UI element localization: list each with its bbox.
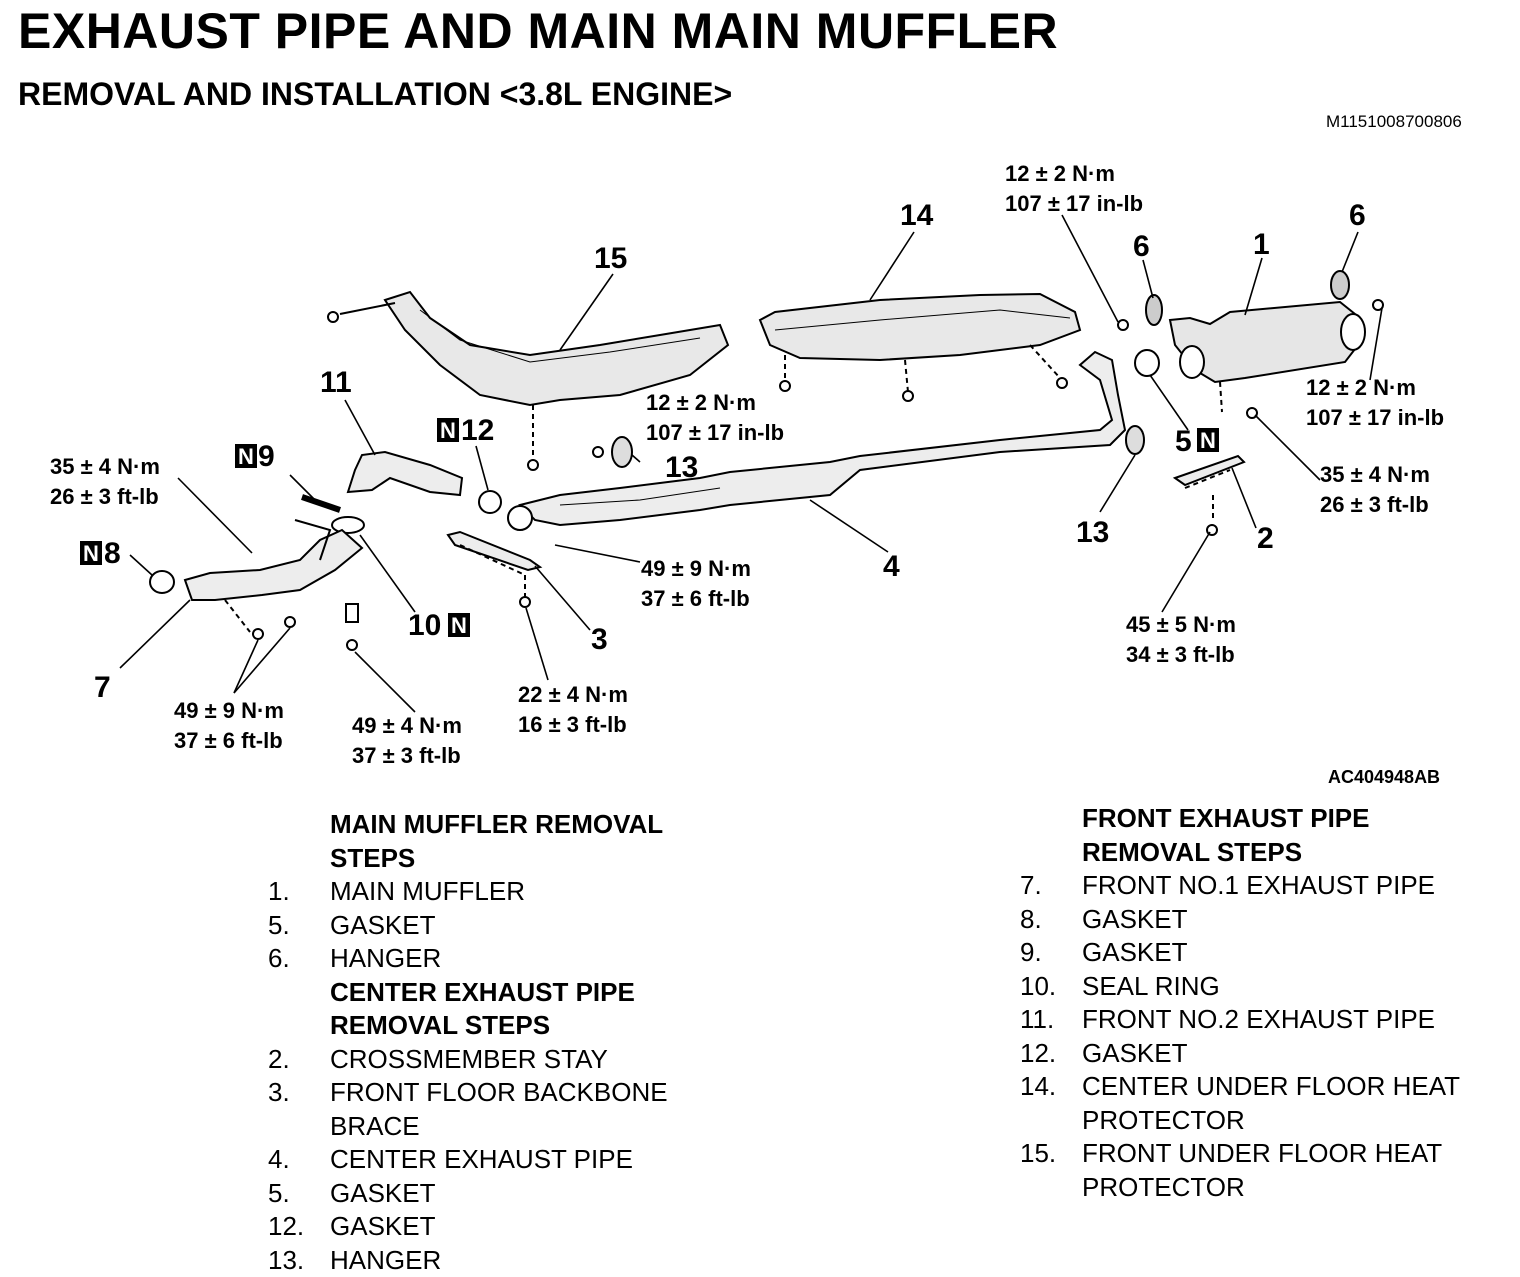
front-pipe-heading-2: REMOVAL STEPS (1020, 836, 1502, 870)
callout-11: 11 (320, 366, 352, 399)
n-badge-5: N (1200, 428, 1216, 453)
torque-muffler-right-1: 12 ± 2 N·m (1306, 375, 1416, 400)
callout-1: 1 (1253, 228, 1270, 261)
callout-4: 4 (883, 550, 900, 583)
list-item: 14.CENTER UNDER FLOOR HEAT (1020, 1070, 1502, 1104)
list-item: 6.HANGER (268, 942, 710, 976)
list-item: 4.CENTER EXHAUST PIPE (268, 1143, 710, 1177)
torque-front-pipe-1: 49 ± 9 N·m (174, 698, 284, 723)
torque-muffler-flange-1: 35 ± 4 N·m (1320, 462, 1430, 487)
n-badge-9: N (238, 444, 254, 469)
list-item: 10.SEAL RING (1020, 970, 1502, 1004)
list-item: 1.MAIN MUFFLER (268, 875, 710, 909)
callout-3: 3 (591, 623, 608, 656)
list-item: 12.GASKET (268, 1210, 710, 1244)
front-no2-pipe (348, 452, 462, 495)
list-item: 12.GASKET (1020, 1037, 1502, 1071)
callout-13-left: 13 (665, 451, 698, 484)
torque-front-bolt-2: 37 ± 3 ft-lb (352, 743, 461, 768)
left-steps-column: MAIN MUFFLER REMOVAL STEPS 1.MAIN MUFFLE… (268, 808, 710, 1277)
diagram-parts (150, 271, 1383, 650)
front-pipe-heading-1: FRONT EXHAUST PIPE (1020, 802, 1502, 836)
list-item: 9.GASKET (1020, 936, 1502, 970)
torque-front-pipe-2: 37 ± 6 ft-lb (174, 728, 283, 753)
torque-crossmember-1: 45 ± 5 N·m (1126, 612, 1236, 637)
callout-2: 2 (1257, 522, 1274, 555)
callout-9: 9 (258, 440, 275, 473)
backbone-brace (448, 532, 540, 570)
callout-14: 14 (900, 199, 934, 232)
n-badge-12: N (440, 418, 456, 443)
torque-catalyst-2: 37 ± 6 ft-lb (641, 586, 750, 611)
main-muffler-heading-2: STEPS (268, 842, 710, 876)
torque-front-bolt-1: 49 ± 4 N·m (352, 713, 462, 738)
list-item: 3.FRONT FLOOR BACKBONE (268, 1076, 710, 1110)
callout-15: 15 (594, 242, 627, 275)
center-pipe-heading-1: CENTER EXHAUST PIPE (268, 976, 710, 1010)
list-item: 8.GASKET (1020, 903, 1502, 937)
torque-muffler-flange-2: 26 ± 3 ft-lb (1320, 492, 1429, 517)
callout-8: 8 (104, 537, 121, 570)
list-item: 11.FRONT NO.2 EXHAUST PIPE (1020, 1003, 1502, 1037)
leader-lines (120, 215, 1382, 712)
callout-12: 12 (461, 414, 494, 447)
torque-flange-left-2: 26 ± 3 ft-lb (50, 484, 159, 509)
torque-hanger-top-2: 107 ± 17 in-lb (1005, 191, 1143, 216)
torque-muffler-right-2: 107 ± 17 in-lb (1306, 405, 1444, 430)
n-badge-8: N (83, 541, 99, 566)
figure-id: AC404948AB (1328, 767, 1440, 788)
callout-7: 7 (94, 671, 111, 704)
list-item: 5.GASKET (268, 909, 710, 943)
torque-center-hanger-2: 107 ± 17 in-lb (646, 420, 784, 445)
n-badge-10: N (451, 613, 467, 638)
callout-13-right: 13 (1076, 516, 1109, 549)
center-pipe-heading-2: REMOVAL STEPS (268, 1009, 710, 1043)
front-heat-protector (385, 292, 728, 405)
callout-6-left: 6 (1133, 230, 1150, 263)
callout-5: 5 (1175, 425, 1192, 458)
main-muffler-heading-1: MAIN MUFFLER REMOVAL (268, 808, 710, 842)
callout-10: 10 (408, 609, 441, 642)
list-item: 13.HANGER (268, 1244, 710, 1277)
right-steps-column: FRONT EXHAUST PIPE REMOVAL STEPS 7.FRONT… (1020, 802, 1502, 1204)
torque-flange-left-1: 35 ± 4 N·m (50, 454, 160, 479)
list-item: 15.FRONT UNDER FLOOR HEAT (1020, 1137, 1502, 1171)
list-item-continued: PROTECTOR (1020, 1104, 1502, 1138)
front-no1-pipe (185, 530, 362, 600)
list-item-continued: PROTECTOR (1020, 1171, 1502, 1205)
torque-hanger-top-1: 12 ± 2 N·m (1005, 161, 1115, 186)
exhaust-diagram: N N N N N 15 14 6 1 6 5 2 13 4 3 13 12 1… (0, 0, 1520, 800)
torque-brace-2: 16 ± 3 ft-lb (518, 712, 627, 737)
list-item-continued: BRACE (268, 1110, 710, 1144)
callout-6-right: 6 (1349, 199, 1366, 232)
torque-crossmember-2: 34 ± 3 ft-lb (1126, 642, 1235, 667)
list-item: 7.FRONT NO.1 EXHAUST PIPE (1020, 869, 1502, 903)
torque-catalyst-1: 49 ± 9 N·m (641, 556, 751, 581)
list-item: 2.CROSSMEMBER STAY (268, 1043, 710, 1077)
torque-brace-1: 22 ± 4 N·m (518, 682, 628, 707)
torque-center-hanger-1: 12 ± 2 N·m (646, 390, 756, 415)
list-item: 5.GASKET (268, 1177, 710, 1211)
